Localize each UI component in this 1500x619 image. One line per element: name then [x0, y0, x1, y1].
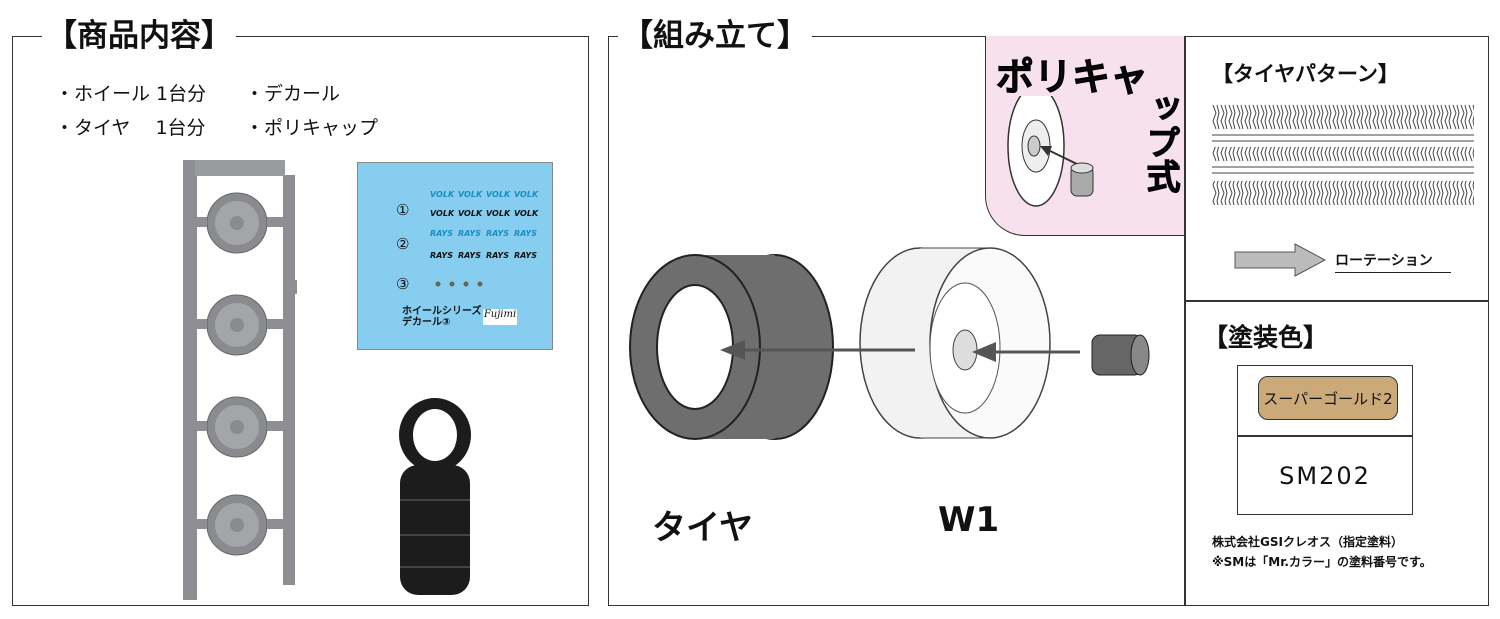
fujimi-logo: Fujimi [483, 309, 517, 325]
decal-logo: RAYS [514, 251, 537, 260]
decal-logo: VOLK [430, 209, 455, 218]
divider [1184, 36, 1186, 606]
tire-pattern-title: 【タイヤパターン】 [1212, 62, 1399, 86]
color-name-badge: スーパーゴールド2 [1258, 376, 1398, 420]
decal-dots [435, 281, 483, 287]
color-code: SM202 [1279, 462, 1371, 490]
assembly-illustration [629, 247, 1150, 440]
item-wheel: ・ホイール 1台分 [55, 83, 207, 105]
item-decal: ・デカール [245, 83, 341, 105]
contents-panel [12, 36, 589, 606]
decal-logo: RAYS [430, 229, 453, 238]
decal-logo: VOLK [430, 190, 455, 199]
decal-logo: VOLK [514, 209, 539, 218]
decal-logo: RAYS [430, 251, 453, 260]
assembly-title: 【組み立て】 [618, 16, 812, 56]
paint-color-box [1237, 365, 1413, 515]
decal-logo: VOLK [514, 190, 539, 199]
decal-logo: VOLK [458, 190, 483, 199]
decal-logo: VOLK [458, 209, 483, 218]
rotation-arrow-icon [1234, 243, 1327, 277]
paint-note-code: ※SMは「Mr.カラー」の塗料番号です。 [1212, 555, 1432, 569]
decal-sheet: ① ② ③ VOLK VOLK VOLK VOLK VOLK VOLK VOLK… [357, 162, 553, 350]
paint-title: 【塗装色】 [1203, 323, 1329, 352]
tire-label: タイヤ [652, 508, 753, 548]
wheel-sprue-image [183, 160, 297, 600]
divider [1184, 300, 1489, 302]
decal-logo: RAYS [486, 251, 509, 260]
decal-sheet-title: ホイールシリーズデカール③ [402, 306, 482, 328]
polycap-badge: ポリキャ ップ式 [985, 36, 1184, 236]
decal-logo: RAYS [458, 251, 481, 260]
tire-pattern-illustration [1212, 105, 1474, 205]
decal-number: ② [396, 235, 410, 253]
decal-logo: VOLK [486, 209, 511, 218]
decal-logo: VOLK [486, 190, 511, 199]
polycap-label-vertical: ップ式 [1140, 91, 1181, 194]
polycap-illustration [1007, 96, 1094, 207]
item-tire: ・タイヤ 1台分 [55, 117, 206, 139]
contents-title: 【商品内容】 [42, 16, 236, 56]
decal-number: ③ [396, 275, 410, 293]
rotation-label: ローテーション [1335, 250, 1451, 273]
decal-logo: RAYS [458, 229, 481, 238]
polycap-label: ポリキャ [995, 55, 1149, 100]
decal-number: ① [396, 201, 410, 219]
item-polycap: ・ポリキャップ [245, 117, 379, 139]
decal-logo: RAYS [514, 229, 537, 238]
decal-logo: RAYS [486, 229, 509, 238]
wheel-label: W1 [938, 500, 1000, 540]
paint-note-maker: 株式会社GSIクレオス（指定塗料） [1212, 535, 1403, 549]
divider [1237, 435, 1413, 437]
tire-stack-image [399, 398, 471, 595]
